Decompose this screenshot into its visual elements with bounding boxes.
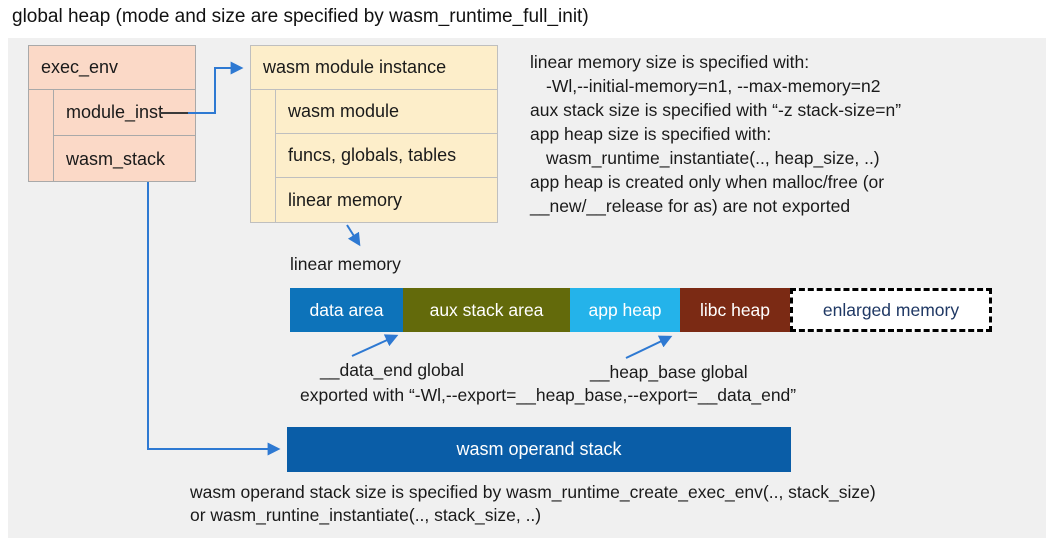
exec-env-box: exec_env module_inst wasm_stack (28, 45, 196, 182)
heap-base-global-label: __heap_base global (590, 362, 748, 382)
module-instance-field-wasm-module: wasm module (276, 90, 497, 134)
exec-env-field-wasm-stack: wasm_stack (66, 148, 166, 169)
note-line: __new/__release for as) are not exported (530, 196, 851, 216)
segment-enlarged-memory: enlarged memory (790, 288, 992, 332)
page-title: global heap (mode and size are specified… (12, 6, 589, 27)
segment-libc-heap: libc heap (680, 288, 790, 332)
exec-env-field-module-inst: module_inst (54, 90, 195, 136)
operand-stack-size-note: wasm operand stack size is specified by … (190, 481, 876, 527)
module-instance-title: wasm module instance (251, 46, 497, 90)
module-instance-field-linear-memory: linear memory (288, 189, 403, 210)
wasm-operand-stack-bar: wasm operand stack (287, 427, 791, 472)
connector-data-end-to-bar (351, 334, 399, 357)
module-instance-indent-strip (251, 90, 276, 223)
segment-aux-stack-area: aux stack area (403, 288, 570, 332)
note-line: app heap is created only when malloc/fre… (530, 172, 885, 192)
export-flags-label: exported with “-Wl,--export=__heap_base,… (300, 385, 797, 405)
connector-instance-to-linear-memory (346, 224, 361, 247)
note-line: wasm_runtime_instantiate(.., heap_size, … (546, 148, 880, 168)
note-line: app heap size is specified with: (530, 124, 772, 144)
data-end-global-label: __data_end global (320, 360, 465, 380)
diagram-panel: exec_env module_inst wasm_stack wasm mod… (8, 38, 1046, 538)
footer-line: wasm operand stack size is specified by … (190, 482, 876, 502)
exec-env-indent-strip (29, 90, 54, 182)
linear-memory-label: linear memory (290, 254, 401, 274)
note-line: aux stack size is specified with “-z sta… (530, 100, 902, 120)
segment-data-area: data area (290, 288, 403, 332)
linear-memory-bar: data area aux stack area app heap libc h… (290, 288, 992, 332)
segment-app-heap: app heap (570, 288, 680, 332)
memory-size-notes: linear memory size is specified with: -W… (530, 50, 1042, 218)
note-line: -Wl,--initial-memory=n1, --max-memory=n2 (546, 76, 881, 96)
module-instance-field-funcs-globals-tables: funcs, globals, tables (276, 134, 497, 178)
connector-heap-base-to-bar (625, 335, 673, 359)
module-instance-box: wasm module instance wasm module funcs, … (250, 45, 498, 223)
footer-line: or wasm_runtine_instantiate(.., stack_si… (190, 505, 542, 525)
exec-env-title: exec_env (29, 46, 195, 90)
note-line: linear memory size is specified with: (530, 52, 810, 72)
